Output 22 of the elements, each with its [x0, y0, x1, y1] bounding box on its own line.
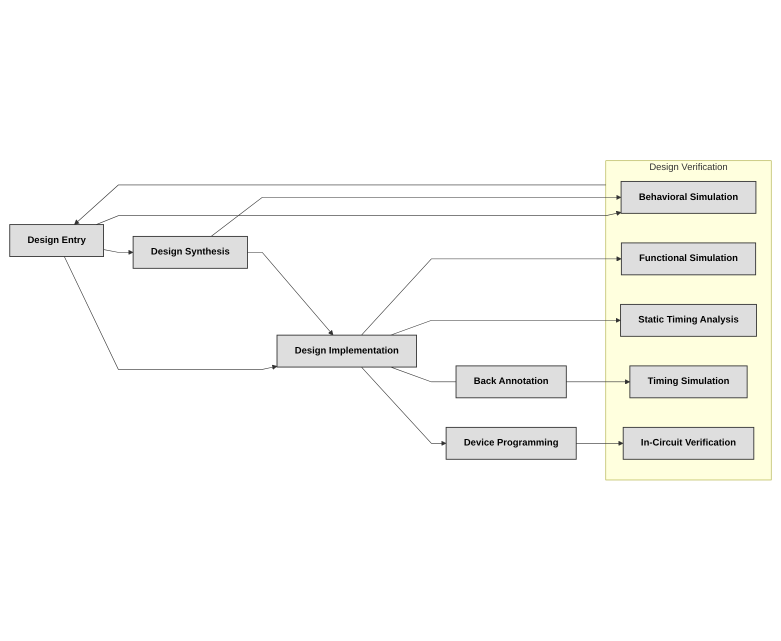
arrow [390, 318, 621, 336]
node-box: Device Programming [446, 427, 577, 460]
arrow [361, 366, 446, 446]
arrow [64, 256, 278, 370]
arrow [247, 252, 334, 336]
arrow [103, 249, 134, 256]
node-box: Timing Simulation [629, 366, 748, 398]
node-box: Design Entry [9, 224, 104, 258]
arrow [566, 379, 630, 385]
connector [390, 366, 456, 382]
arrow [96, 210, 622, 226]
node-box: Design Synthesis [132, 236, 248, 269]
arrow [210, 194, 622, 237]
arrow [361, 256, 622, 336]
node-box: Behavioral Simulation [620, 181, 756, 214]
arrow [74, 184, 606, 225]
node-box: Design Implementation [276, 334, 418, 368]
node-box: Functional Simulation [620, 242, 756, 276]
arrow [576, 440, 624, 446]
node-box: In-Circuit Verification [622, 427, 754, 460]
node-box: Static Timing Analysis [620, 304, 757, 337]
node-box: Back Annotation [456, 366, 567, 398]
